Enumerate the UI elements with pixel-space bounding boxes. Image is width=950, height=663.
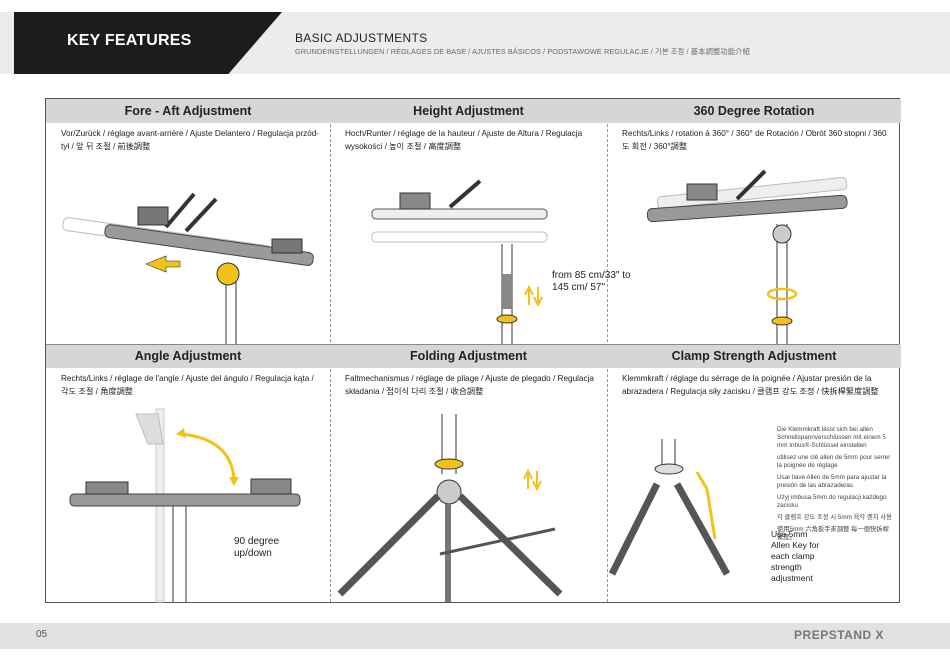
- footer-bar: [0, 623, 950, 649]
- cell-title: Height Adjustment: [330, 99, 607, 123]
- cell-angle: Angle Adjustment Rechts/Links / réglage …: [46, 344, 330, 603]
- cell-title: Clamp Strength Adjustment: [607, 344, 901, 368]
- cell-height: Height Adjustment Hoch/Runter / réglage …: [330, 99, 631, 344]
- cell-description: Hoch/Runter / réglage de la hauteur / Aj…: [345, 129, 583, 151]
- features-grid: Fore - Aft Adjustment Vor/Zurück / régla…: [45, 98, 901, 603]
- page-subtitle: GRUNDEINSTELLUNGEN / RÉGLAGES DE BASE / …: [295, 47, 750, 56]
- allen-key-label: Use 5mm Allen Key for each clamp strengt…: [771, 529, 820, 583]
- height-range-label: from 85 cm/33" to 145 cm/ 57": [552, 270, 631, 293]
- cell-title: Folding Adjustment: [330, 344, 607, 368]
- row-divider: [46, 344, 899, 345]
- note-fr: utilisez une clé allen de 5mm pour serre…: [777, 454, 891, 469]
- note-pl: Użyj imbusa 5mm do regulacji każdego zac…: [777, 494, 887, 509]
- angle-range-label: 90 degree up/down: [234, 536, 280, 559]
- folding-illustration: [337, 414, 563, 602]
- note-es: Usar llave Allen de 5mm para ajustar la …: [777, 474, 887, 489]
- clamp-strength-illustration: [608, 432, 731, 576]
- cell-fore-aft: Fore - Aft Adjustment Vor/Zurück / régla…: [46, 99, 330, 344]
- cell-description: Vor/Zurück / réglage avant-arrière / Aju…: [61, 129, 320, 151]
- cell-folding: Folding Adjustment Faltmechanismus / rég…: [330, 344, 607, 602]
- fore-aft-illustration: [62, 192, 314, 344]
- cell-description: Faltmechanismus / réglage de pliage / Aj…: [345, 374, 594, 396]
- brand-name: PREPSTAND X: [794, 628, 884, 642]
- note-ko: 각 클램프 강도 조정 시 5mm 육각 렌치 사용: [777, 514, 892, 521]
- note-zh: 使用5mm 六角扳手來調整 每一個快拆桿緊度。: [777, 526, 889, 541]
- cell-description: Rechts/Links / rotation à 360° / 360° de…: [622, 129, 887, 151]
- cell-description: Klemmkraft / réglage du sérrage de la po…: [622, 374, 879, 396]
- cell-title: 360 Degree Rotation: [607, 99, 901, 123]
- section-title: KEY FEATURES: [67, 32, 192, 49]
- height-illustration: [371, 179, 548, 344]
- cell-title: Angle Adjustment: [46, 344, 330, 368]
- cell-description: Rechts/Links / réglage de l'angle / Ajus…: [61, 374, 314, 396]
- page-number: 05: [36, 629, 48, 640]
- page-title: BASIC ADJUSTMENTS: [295, 31, 428, 45]
- rotation-illustration: [646, 169, 848, 344]
- clamp-notes: Die Klemmkraft lässt sich bei allen Schn…: [777, 426, 895, 546]
- cell-title: Fore - Aft Adjustment: [46, 99, 330, 123]
- note-de: Die Klemmkraft lässt sich bei allen Schn…: [777, 426, 886, 449]
- section-tab: [14, 12, 282, 74]
- cell-rotation: 360 Degree Rotation Rechts/Links / rotat…: [607, 99, 901, 344]
- cell-clamp-strength: Clamp Strength Adjustment Klemmkraft / r…: [607, 344, 901, 602]
- angle-illustration: [69, 408, 301, 603]
